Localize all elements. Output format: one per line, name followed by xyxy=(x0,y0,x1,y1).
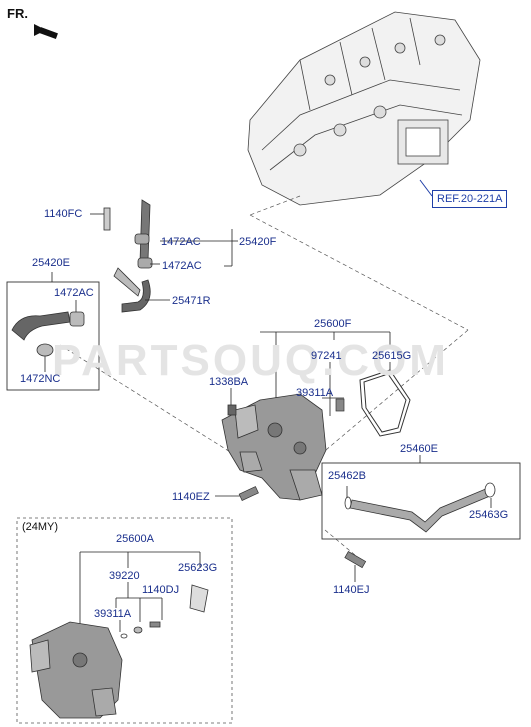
callout-25615G[interactable]: 25615G xyxy=(372,350,412,362)
callout-1472NC[interactable]: 1472NC xyxy=(20,373,61,385)
callout-1140EJ[interactable]: 1140EJ xyxy=(333,584,370,596)
front-arrow-icon xyxy=(34,24,58,39)
callout-25600A[interactable]: 25600A xyxy=(116,533,154,545)
callout-1338BA[interactable]: 1338BA xyxy=(209,376,249,388)
front-direction-label: FR. xyxy=(7,6,28,21)
callout-1140DJ[interactable]: 1140DJ xyxy=(142,584,180,596)
callout-39311A-lower[interactable]: 39311A xyxy=(94,608,132,620)
thermostat-housing-25600F-illustration xyxy=(221,393,327,501)
guide-lines xyxy=(59,195,469,556)
callout-25600F[interactable]: 25600F xyxy=(314,318,352,330)
callout-25463G[interactable]: 25463G xyxy=(469,509,509,521)
hose-25420E-illustration xyxy=(11,311,85,357)
bolt-1140EJ-illustration xyxy=(344,551,367,569)
callout-25623G[interactable]: 25623G xyxy=(178,562,218,574)
reference-link-20-221A[interactable]: REF.20-221A xyxy=(432,190,508,208)
callout-1140EZ[interactable]: 1140EZ xyxy=(172,491,210,503)
callout-1472AC-box[interactable]: 1472AC xyxy=(54,287,94,299)
pipe-25460E-box xyxy=(321,462,521,540)
thermostat-housing-25600A-illustration xyxy=(29,584,209,719)
watermark: PARTSOUQ.COM xyxy=(52,336,449,385)
callout-1472AC-upper[interactable]: 1472AC xyxy=(161,236,201,248)
callout-1472AC-lower[interactable]: 1472AC xyxy=(162,260,202,272)
cylinder-head-illustration xyxy=(247,11,481,206)
callout-97241[interactable]: 97241 xyxy=(311,350,342,362)
hose-25420F-illustration xyxy=(103,199,153,313)
hose-25420E-box xyxy=(6,281,100,391)
callout-25471R[interactable]: 25471R xyxy=(172,295,211,307)
callout-1140FC[interactable]: 1140FC xyxy=(44,208,83,220)
callout-25420E[interactable]: 25420E xyxy=(32,257,70,269)
callout-25462B[interactable]: 25462B xyxy=(328,470,366,482)
callout-25420F[interactable]: 25420F xyxy=(239,236,277,248)
callout-25460E[interactable]: 25460E xyxy=(400,443,438,455)
callout-39311A-upper[interactable]: 39311A xyxy=(296,387,334,399)
variant-24my-label: (24MY) xyxy=(22,521,59,533)
pipe-25460E-illustration xyxy=(344,482,496,533)
bolt-1140EZ-illustration xyxy=(238,486,259,501)
callout-39220[interactable]: 39220 xyxy=(109,570,140,582)
